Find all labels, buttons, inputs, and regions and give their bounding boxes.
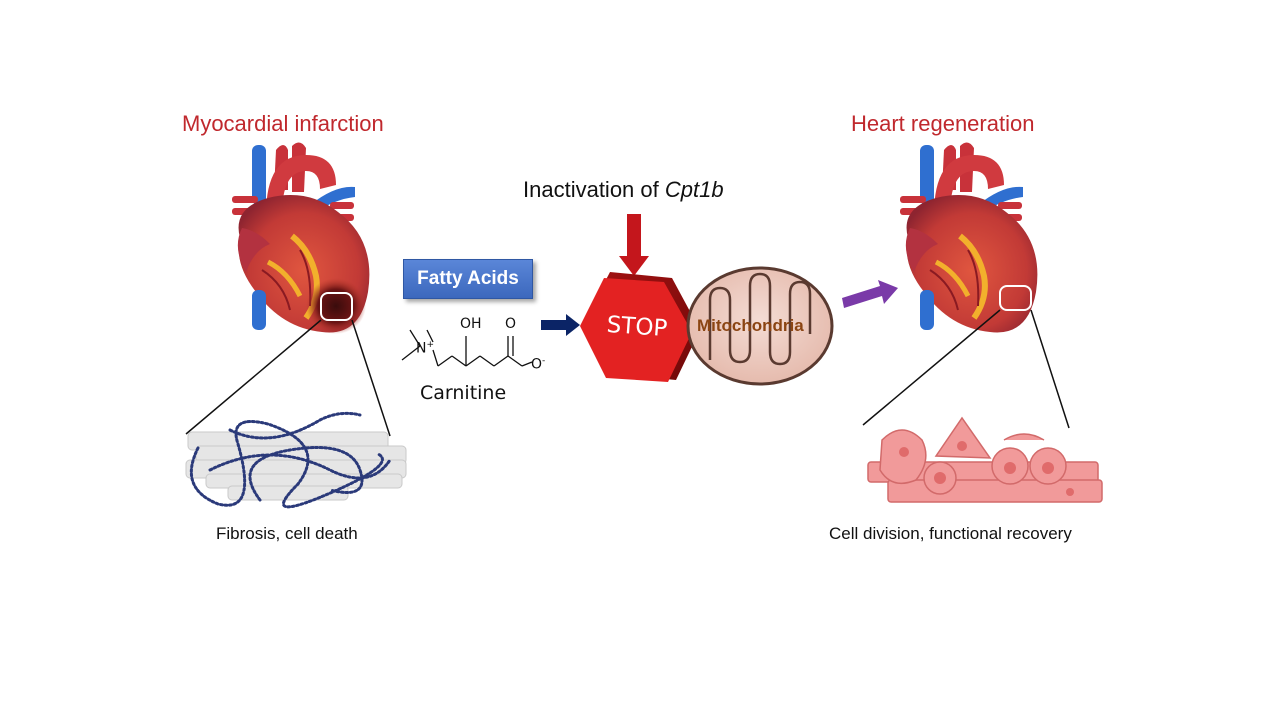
left-title: Myocardial infarction (182, 111, 384, 136)
carbonyl-o-label: O (505, 316, 517, 332)
inactivation-heading: Inactivation of Cpt1b (523, 177, 724, 203)
heading-prefix: Inactivation of (523, 177, 665, 202)
gene-name: Cpt1b (664, 177, 724, 202)
zoom-line (862, 309, 1001, 426)
carnitine-structure-icon (401, 329, 533, 367)
fibrotic-cells-icon (185, 411, 407, 509)
mitochondrion-icon (686, 266, 834, 386)
carboxylate-o-label: O- (531, 356, 546, 373)
navy-arrow-icon (541, 314, 580, 336)
fatty-acids-box: Fatty Acids (403, 259, 533, 299)
heart-regenerated-icon (900, 142, 1038, 333)
left-caption: Fibrosis, cell death (216, 524, 358, 543)
zoom-line (351, 319, 391, 437)
mitochondria-label: Mitochondria (697, 316, 804, 335)
nitrogen-label: N+ (416, 340, 435, 357)
carnitine-label: Carnitine (420, 382, 507, 404)
stop-sign-icon (580, 272, 700, 382)
purple-arrow-icon (842, 280, 898, 308)
heart-infarct-icon (232, 142, 370, 334)
zoom-line (185, 319, 322, 435)
stop-label: STOP (605, 311, 669, 343)
right-caption: Cell division, functional recovery (829, 524, 1072, 543)
right-title: Heart regeneration (851, 111, 1035, 136)
zoom-line (1030, 309, 1070, 429)
hydroxyl-label: OH (460, 316, 482, 332)
dividing-cells-icon (867, 416, 1103, 503)
down-arrow-icon (619, 214, 649, 276)
